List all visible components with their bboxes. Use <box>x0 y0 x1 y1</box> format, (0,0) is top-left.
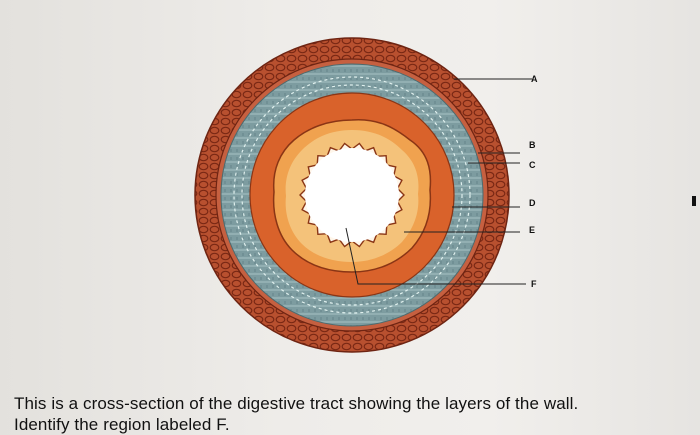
label-e: E <box>529 225 535 235</box>
lumen <box>305 148 399 242</box>
label-c: C <box>529 160 536 170</box>
label-d: D <box>529 198 536 208</box>
leader-line-f <box>345 227 526 285</box>
question-line-2: Identify the region labeled F. <box>14 415 230 434</box>
label-b: B <box>529 140 536 150</box>
edge-cursor-mark <box>692 196 696 206</box>
question-line-1: This is a cross-section of the digestive… <box>14 394 579 413</box>
label-f: F <box>531 279 537 289</box>
digestive-tract-cross-section: A B C D E F <box>194 37 538 353</box>
question-text: This is a cross-section of the digestive… <box>14 393 694 435</box>
label-a: A <box>531 74 538 84</box>
